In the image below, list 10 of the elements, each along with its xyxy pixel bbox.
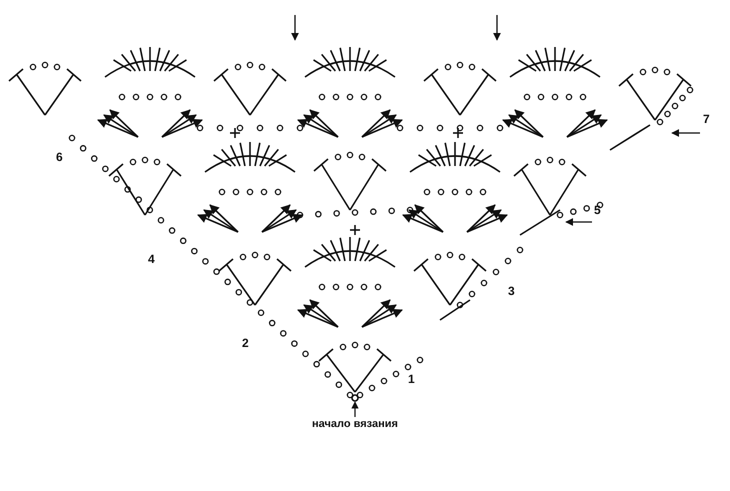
row-number: 4 bbox=[148, 252, 155, 266]
row-number: 3 bbox=[508, 284, 515, 298]
arrow bbox=[351, 401, 359, 417]
start-stitch bbox=[351, 394, 359, 402]
row-number: 5 bbox=[594, 203, 601, 217]
row-number: 6 bbox=[56, 150, 63, 164]
row-number: 2 bbox=[242, 336, 249, 350]
row-number: 1 bbox=[408, 372, 415, 386]
start-note: начало вязания bbox=[300, 418, 410, 430]
row-number: 7 bbox=[703, 112, 710, 126]
